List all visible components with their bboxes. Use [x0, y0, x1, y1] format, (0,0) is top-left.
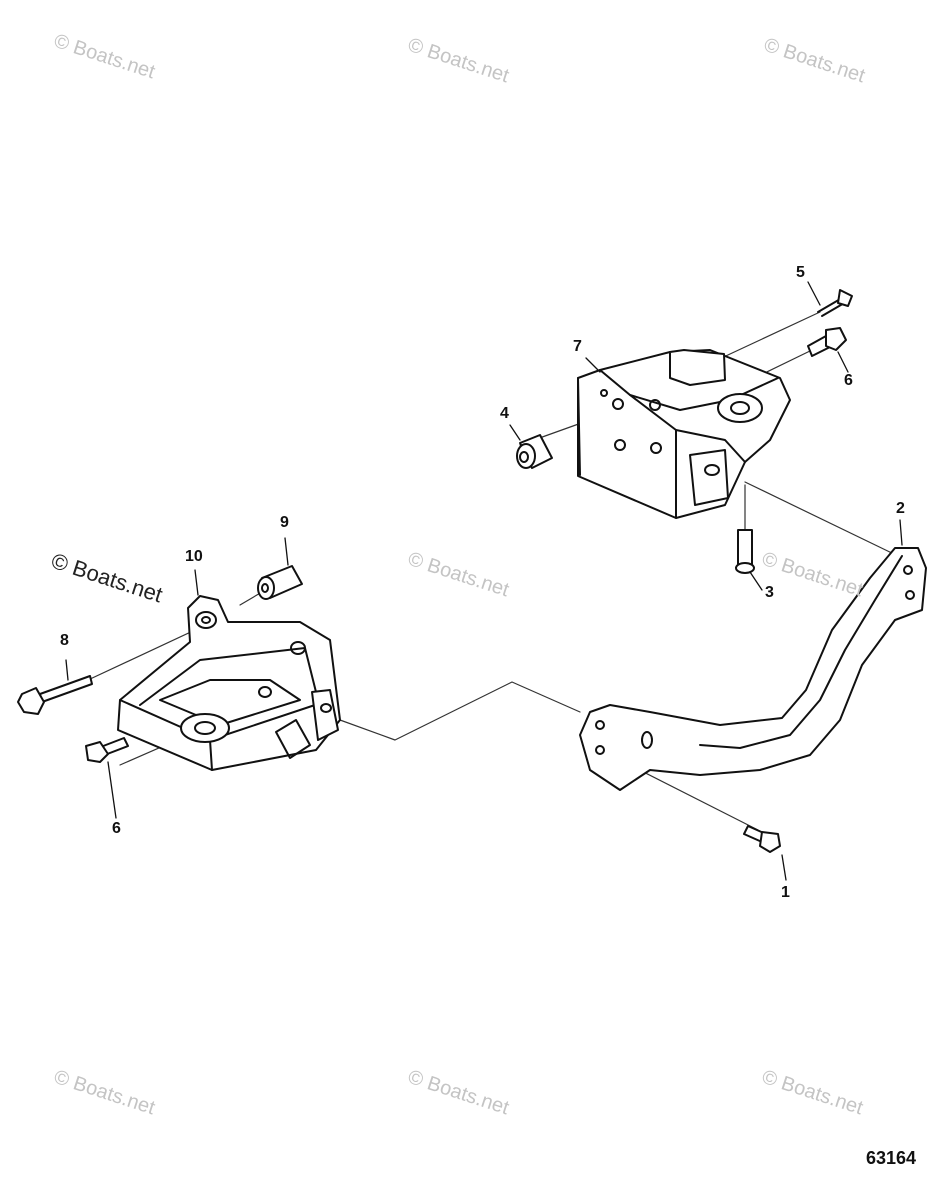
bolt-6-upper: [807, 327, 847, 357]
bushing-upper: [516, 434, 553, 469]
callout-8: 8: [60, 632, 69, 649]
bushing-lower: [257, 565, 303, 600]
bolt-1: [743, 825, 781, 853]
lower-mount-bracket: [117, 595, 341, 771]
callout-7: 7: [573, 338, 582, 355]
bolt-8: [17, 675, 93, 715]
bolt-3: [735, 529, 755, 574]
callout-10: 10: [185, 548, 203, 565]
connecting-strap: [579, 547, 927, 791]
callout-5: 5: [796, 264, 805, 281]
callout-2: 2: [896, 500, 905, 517]
callout-leaders: [65, 281, 903, 881]
upper-mount-bracket: [577, 349, 791, 519]
callout-1: 1: [781, 884, 790, 901]
callout-6-lower: 6: [112, 820, 121, 837]
bolt-6-lower: [85, 737, 129, 763]
bolt-5: [817, 289, 853, 317]
callout-4: 4: [500, 405, 509, 422]
callout-9: 9: [280, 514, 289, 531]
callout-6-upper: 6: [844, 372, 853, 389]
callout-3: 3: [765, 584, 774, 601]
figure-number: 63164: [866, 1148, 917, 1168]
